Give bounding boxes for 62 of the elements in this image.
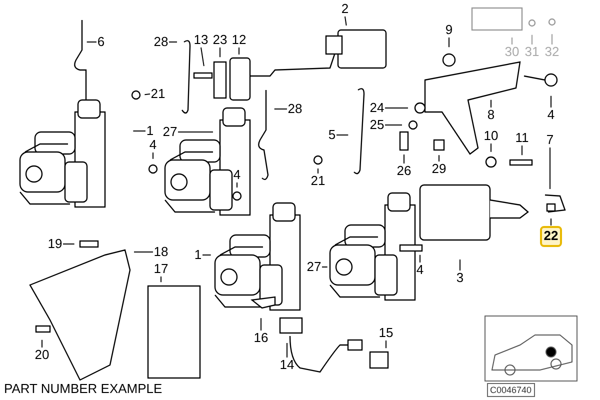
callout-number: 29 [431,162,447,176]
callout-number: 17 [153,262,169,276]
leader-line [438,154,440,162]
callout-number: 9 [444,22,454,38]
leader-line [260,318,262,331]
leader-line [490,99,492,108]
leader-line [448,37,450,48]
callout-number: 30 [504,44,520,60]
callout-number: 28 [287,102,303,116]
figure-code: C0046740 [487,383,535,397]
leader-line [132,130,146,132]
leader-line [344,16,347,26]
callout-number: 4 [416,262,424,278]
leader-line [550,218,552,226]
caption-text: PART NUMBER EXAMPLE [4,380,162,398]
leader-line [202,254,212,256]
callout-number: 26 [396,164,412,178]
callout-number: 24 [369,100,385,116]
leader-line [336,134,349,136]
leader-line [490,143,492,152]
callout-number: 15 [378,326,394,340]
leader-line [236,182,238,188]
callout-number: 22 [540,226,562,246]
leader-line [152,152,154,160]
callout-number: 18 [153,244,169,260]
callout-number: 3 [456,270,464,286]
callout-number: 4 [148,138,158,152]
leader-line [322,266,328,268]
callout-number: 14 [279,358,295,372]
callout-number: 27 [306,260,322,274]
callout-number: 1 [146,124,154,138]
callout-number: 4 [546,108,556,122]
callout-number: 28 [153,34,169,50]
callout-number: 5 [328,128,336,142]
callout-number: 19 [47,236,63,252]
callout-number: 21 [310,174,326,188]
callout-number: 7 [546,132,554,148]
leader-line [144,94,150,96]
leader-line [160,276,162,283]
callout-number: 10 [483,128,499,144]
leader-line [200,47,204,67]
callout-number: 2 [340,2,350,16]
callout-number: 25 [369,118,385,132]
leader-line [286,342,288,358]
callout-number: 8 [486,108,496,122]
leader-line [238,47,240,55]
leader-line [384,124,402,126]
callout-number: 31 [524,44,540,60]
callout-number: 16 [253,330,269,346]
callout-number: 32 [544,44,560,60]
callout-number: 23 [212,32,228,48]
callout-number: 20 [34,348,50,362]
callout-number: 4 [232,168,242,182]
callout-number: 6 [96,34,106,50]
callout-number: 12 [231,32,247,48]
leader-line [274,108,288,110]
callout-number: 27 [162,124,178,140]
leader-line [550,95,552,108]
callout-number: 11 [514,130,530,146]
callout-number: 21 [150,86,166,102]
callout-number: 13 [193,32,209,48]
callout-number: 1 [194,248,202,262]
